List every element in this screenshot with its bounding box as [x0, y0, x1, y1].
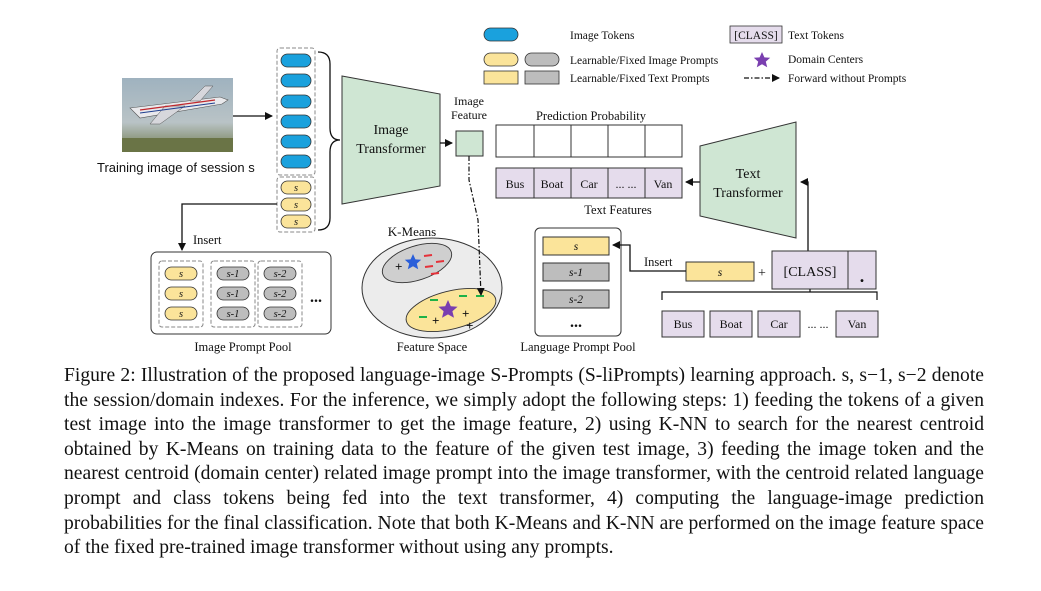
pool-group-s-2: s-2 s-2 s-2 — [263, 266, 297, 321]
forward-without-prompts-path — [468, 156, 485, 296]
training-image-caption: Training image of session s — [97, 160, 255, 175]
svg-text:+: + — [432, 313, 439, 328]
image-transformer-label-1: Image — [374, 123, 409, 138]
image-prompt-pool-label: Image Prompt Pool — [194, 340, 292, 354]
language-prompt-pool-label: Language Prompt Pool — [520, 340, 636, 354]
pool-prompt: s-1 — [227, 289, 240, 300]
legend-image-tokens-label: Image Tokens — [570, 30, 635, 42]
legend-domain-centers-label: Domain Centers — [788, 54, 864, 66]
input-image-prompts: s s s — [280, 180, 312, 229]
pool-prompt: s-1 — [227, 309, 240, 320]
svg-text:+: + — [462, 306, 469, 321]
feature-space-label: Feature Space — [397, 340, 468, 354]
input-prompt-token: s — [294, 217, 298, 228]
pool-prompt: s — [179, 309, 183, 320]
prediction-probability-label: Prediction Probability — [536, 109, 647, 123]
pool-prompt: s-2 — [274, 269, 288, 280]
caption-text: Illustration of the proposed language-im… — [64, 365, 984, 559]
yellow-cluster-marks: + + + — [419, 295, 484, 333]
text-input-plus: + — [758, 266, 766, 281]
legend-fixed-image-prompt-swatch — [524, 52, 560, 67]
class-name: Van — [848, 317, 867, 331]
image-feature-box — [455, 130, 484, 157]
language-prompt: s-1 — [569, 267, 583, 279]
legend-domain-center-star-icon — [753, 52, 771, 68]
pool-group-s-1: s-1 s-1 s-1 — [216, 266, 250, 321]
pool-prompt: s — [179, 289, 183, 300]
image-token — [280, 53, 312, 68]
image-token — [280, 114, 312, 129]
text-input-prompt: s — [718, 267, 723, 279]
image-transformer-label-2: Transformer — [356, 142, 426, 157]
class-name: Car — [770, 317, 787, 331]
legend-learnable-text-prompt-swatch — [483, 70, 519, 85]
image-feature-label-1: Image — [454, 94, 484, 108]
text-transformer — [699, 121, 797, 239]
text-features-label: Text Features — [584, 203, 652, 217]
svg-text:+: + — [395, 259, 402, 274]
gray-cluster-marks: + — [395, 254, 445, 275]
domain-center-star-icon — [438, 300, 458, 318]
domain-center-star-icon — [404, 254, 422, 270]
token-brace — [317, 51, 341, 231]
image-token — [280, 94, 312, 109]
text-input-dot: . — [860, 266, 865, 286]
caption-label: Figure 2: — [64, 365, 136, 386]
insert-label-right: Insert — [644, 255, 673, 269]
pool-prompt: s-1 — [227, 269, 240, 280]
class-names: Bus Boat Car ... ... Van — [661, 310, 879, 338]
insert-label-left: Insert — [193, 233, 222, 247]
class-name: Boat — [720, 317, 743, 331]
svg-text:+: + — [466, 318, 473, 333]
text-input-class-box — [771, 250, 877, 290]
pool-prompt: s-2 — [274, 289, 288, 300]
image-transformer — [341, 75, 441, 205]
figure-caption: Figure 2: Illustration of the proposed l… — [64, 364, 984, 561]
legend-image-token-swatch — [483, 27, 519, 42]
legend-text-prompts-label: Learnable/Fixed Text Prompts — [570, 73, 710, 85]
text-feature-cell: Bus — [506, 177, 525, 191]
language-pool-more: ... — [570, 314, 582, 331]
method-diagram: Image Tokens Learnable/Fixed Image Promp… — [97, 25, 907, 354]
training-image — [122, 78, 233, 152]
image-token — [280, 73, 312, 88]
legend-class-token-swatch — [729, 25, 783, 44]
image-token-group — [276, 47, 316, 176]
image-feature-label-2: Feature — [451, 108, 487, 122]
legend-fixed-text-prompt-swatch — [524, 70, 560, 85]
text-feature-cell: Car — [580, 177, 597, 191]
language-prompt: s-2 — [569, 294, 583, 306]
text-feature-cell: Boat — [541, 177, 564, 191]
text-input-class-token: [CLASS] — [784, 265, 837, 280]
legend-image-prompts-label: Learnable/Fixed Image Prompts — [570, 55, 719, 67]
legend-forward-label: Forward without Prompts — [788, 73, 907, 85]
pool-prompt: s-2 — [274, 309, 288, 320]
text-feature-cell: ... ... — [616, 177, 637, 191]
input-prompt-token: s — [294, 183, 298, 194]
image-tokens — [280, 53, 312, 169]
class-name: Bus — [674, 317, 693, 331]
legend-learnable-image-prompt-swatch — [483, 52, 519, 67]
language-prompt: s — [574, 241, 579, 253]
legend: Image Tokens Learnable/Fixed Image Promp… — [483, 25, 907, 85]
pool-group-s: s s s — [164, 266, 198, 321]
text-transformer-label-2: Transformer — [713, 186, 783, 201]
legend-text-tokens-label: Text Tokens — [788, 30, 845, 42]
text-feature-cell: Van — [654, 177, 673, 191]
pool-prompt: s — [179, 269, 183, 280]
legend-class-token-label: [CLASS] — [734, 30, 777, 42]
image-token — [280, 134, 312, 149]
text-transformer-label-1: Text — [736, 167, 761, 182]
prediction-probability-bar — [495, 124, 683, 158]
class-name-ellipsis: ... ... — [808, 317, 829, 331]
image-token — [280, 154, 312, 169]
text-features: Bus Boat Car ... ... Van — [495, 167, 683, 199]
kmeans-label: K-Means — [388, 224, 436, 239]
image-pool-more: ... — [310, 289, 322, 306]
input-prompt-token: s — [294, 200, 298, 211]
